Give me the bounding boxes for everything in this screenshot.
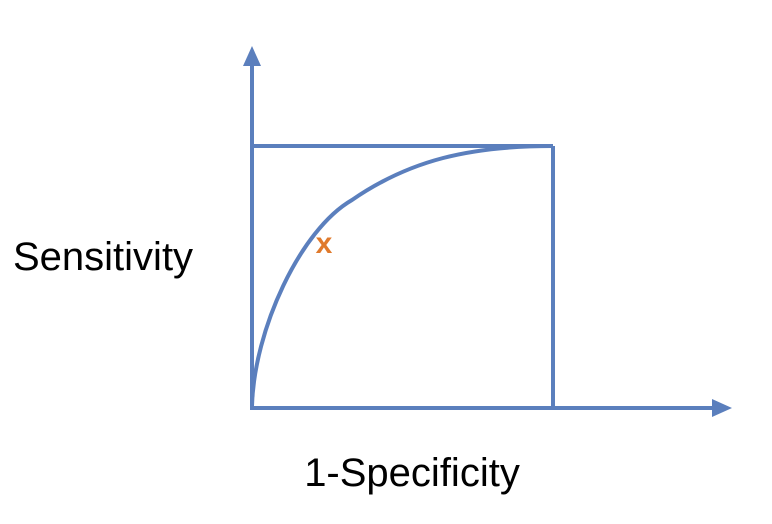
- y-axis-arrowhead: [243, 46, 261, 66]
- x-axis-arrowhead: [712, 399, 732, 417]
- y-axis-title: Sensitivity: [13, 235, 193, 279]
- operating-point-marker: x: [316, 227, 333, 260]
- roc-curve: [250, 144, 554, 407]
- x-axis-title: 1-Specificity: [304, 451, 520, 495]
